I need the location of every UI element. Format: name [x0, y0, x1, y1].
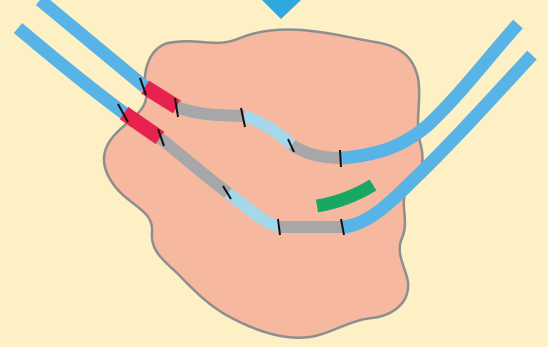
upper-strand-tick	[340, 150, 341, 167]
